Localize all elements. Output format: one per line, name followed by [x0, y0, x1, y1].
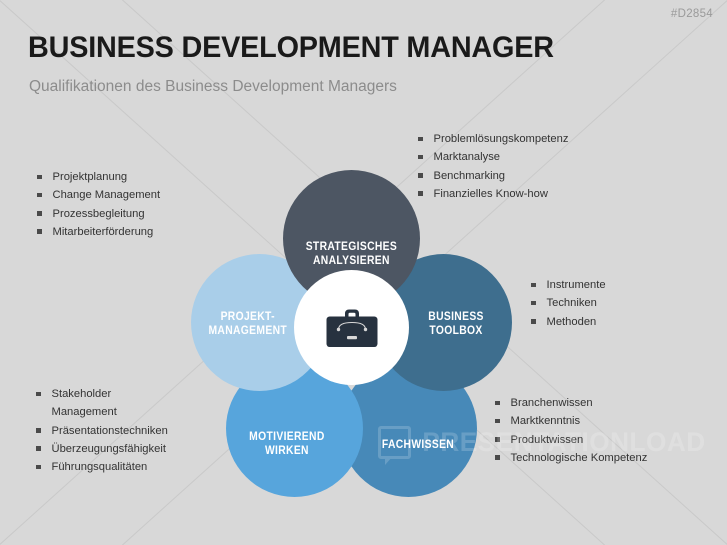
bullet-square-icon — [495, 437, 500, 442]
bullet-list-right: Instrumente Techniken Methoden — [531, 276, 711, 331]
list-item-label: Methoden — [546, 315, 597, 328]
bullet-list-bottom-right: Branchenwissen Marktkenntnis Produktwiss… — [495, 394, 710, 467]
petal-label: FACHWISSEN — [381, 436, 454, 451]
list-item-label: Instrumente — [546, 279, 606, 291]
bullet-square-icon — [418, 154, 423, 160]
list-item-label: Produktwissen — [510, 433, 584, 446]
bullet-square-icon — [495, 455, 500, 460]
list-item-label: Technologische Kompetenz — [510, 451, 648, 464]
petal-label: MOTIVIEREND WIRKEN — [248, 428, 325, 457]
bullet-square-icon — [531, 319, 536, 324]
list-item: Techniken — [531, 294, 711, 312]
bullet-square-icon — [36, 446, 41, 451]
list-item-label: Finanzielles Know-how — [433, 187, 548, 200]
list-item: Change Management — [37, 186, 247, 204]
bullet-list-bottom-left: Stakeholder Management Präsentationstech… — [36, 385, 241, 476]
center-hub[interactable] — [294, 270, 409, 385]
list-item: Benchmarking — [418, 167, 668, 185]
list-item-label: Techniken — [546, 297, 597, 310]
list-item-label: Präsentationstechniken — [51, 424, 168, 437]
list-item: Marktkenntnis — [495, 412, 710, 430]
list-item-label: Führungsqualitäten — [51, 461, 148, 474]
list-item-label: Überzeugungsfähigkeit — [51, 442, 166, 455]
bullet-square-icon — [37, 192, 42, 198]
list-item-label: Change Management — [52, 189, 161, 202]
list-item: Führungsqualitäten — [36, 458, 241, 476]
list-item: Finanzielles Know-how — [418, 185, 668, 203]
briefcase-icon — [326, 309, 377, 347]
list-item: Prozessbegleitung — [37, 205, 247, 223]
list-item: Produktwissen — [495, 431, 710, 449]
bullet-square-icon — [531, 300, 536, 306]
list-item: Problemlösungskompetenz — [418, 130, 668, 148]
bullet-list-top-right: Problemlösungskompetenz Marktanalyse Ben… — [418, 130, 668, 203]
list-item: Überzeugungsfähigkeit — [36, 440, 241, 458]
bullet-square-icon — [36, 428, 41, 433]
bullet-square-icon — [37, 174, 42, 179]
page-subtitle: Qualifikationen des Business Development… — [29, 78, 397, 95]
list-item-label: Marktanalyse — [433, 151, 501, 164]
petal-label: PROJEKT- MANAGEMENT — [208, 308, 287, 337]
list-item-label: Prozessbegleitung — [52, 207, 145, 220]
bullet-square-icon — [36, 464, 41, 470]
list-item-label: Stakeholder Management — [51, 388, 117, 419]
list-item: Instrumente — [531, 276, 711, 294]
list-item: Branchenwissen — [495, 394, 710, 412]
slide-code: #D2854 — [670, 8, 713, 20]
list-item-label: Problemlösungskompetenz — [433, 133, 569, 145]
list-item-label: Mitarbeiterförderung — [52, 225, 154, 238]
bullet-list-top-left: Projektplanung Change Management Prozess… — [37, 168, 247, 241]
venn-flower-diagram: STRATEGISCHES ANALYSIEREN PROJEKT- MANAG… — [182, 168, 705, 497]
bullet-square-icon — [495, 400, 500, 405]
bullet-square-icon — [36, 391, 41, 396]
list-item: Projektplanung — [37, 168, 247, 186]
bullet-square-icon — [37, 211, 42, 216]
bullet-square-icon — [418, 173, 423, 178]
list-item-label: Branchenwissen — [510, 397, 593, 409]
list-item: Stakeholder Management — [36, 385, 241, 422]
list-item: Technologische Kompetenz — [495, 449, 710, 467]
list-item: Methoden — [531, 313, 711, 331]
bullet-square-icon — [495, 418, 500, 424]
petal-label: STRATEGISCHES ANALYSIEREN — [305, 238, 398, 267]
bullet-square-icon — [37, 229, 42, 234]
list-item: Mitarbeiterförderung — [37, 223, 247, 241]
petal-label: BUSINESS TOOLBOX — [428, 308, 485, 337]
bullet-square-icon — [418, 191, 423, 196]
list-item-label: Benchmarking — [433, 169, 506, 182]
list-item-label: Marktkenntnis — [510, 415, 581, 428]
bullet-square-icon — [418, 136, 423, 141]
list-item-label: Projektplanung — [52, 171, 128, 183]
list-item: Marktanalyse — [418, 148, 668, 166]
list-item: Präsentationstechniken — [36, 422, 241, 440]
page-title: BUSINESS DEVELOPMENT MANAGER — [28, 31, 554, 64]
bullet-square-icon — [531, 282, 536, 287]
